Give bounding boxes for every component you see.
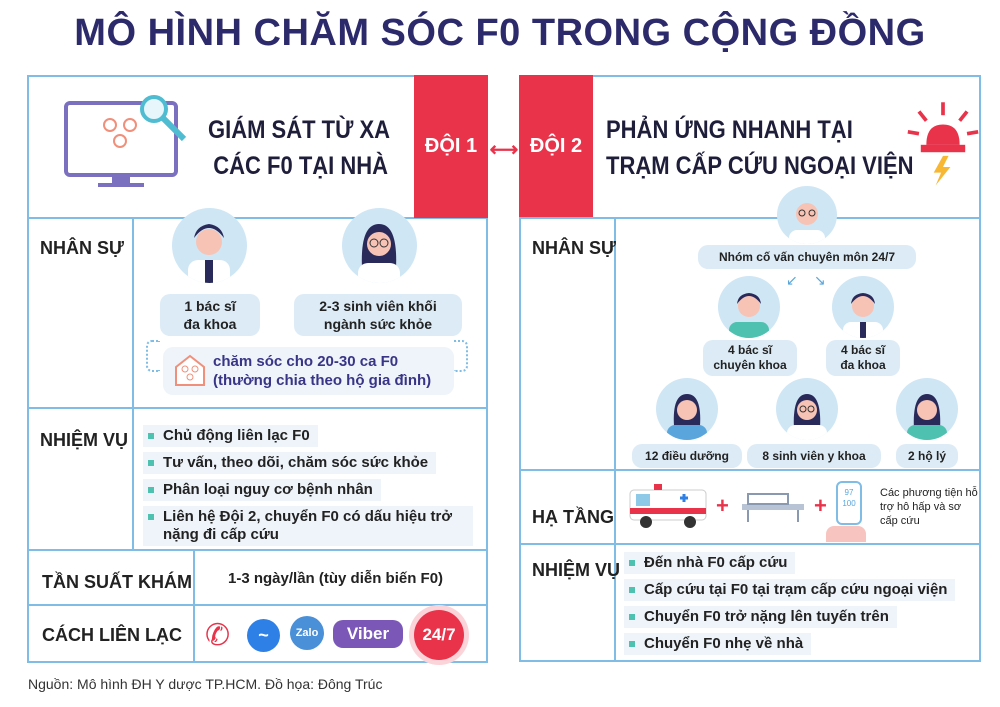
plus-icon: + [814,493,827,518]
care-text: chăm sóc cho 20-30 ca F0 [213,353,399,370]
task-item: Liên hệ Đội 2, chuyển F0 có dấu hiệu trở… [143,506,473,546]
divider [27,217,488,219]
hospital-bed-icon [738,488,808,533]
team1-badge: ĐỘI 1 [414,75,488,218]
staff-orderlies: 2 hộ lý [896,444,958,468]
divider [27,549,488,551]
divider [519,217,981,219]
task-item: Chuyển F0 nhẹ về nhà [624,633,812,655]
frequency-label: TẦN SUẤT KHÁM [42,572,192,592]
task-item: Tư vấn, theo dõi, chăm sóc sức khỏe [143,452,437,474]
team1-tasks-label: NHIỆM VỤ [40,430,129,450]
divider [519,469,981,471]
zalo-icon: Zalo [290,616,324,650]
viber-icon: Viber [333,620,403,648]
divider [614,217,616,662]
infra-text: Các phương tiện hỗ trợ hô hấp và sơ cấp … [880,487,978,527]
finger-icon [826,526,866,542]
nurse-avatar [656,378,718,440]
orderly-avatar [896,378,958,440]
dotted-arrow [146,340,160,372]
divider [27,407,488,409]
team2-badge: ĐỘI 2 [519,75,593,218]
medical-student-avatar [776,378,838,440]
staff-nurses: 12 điều dưỡng [632,444,742,468]
staff-general-doctors: 4 bác sĩ đa khoa [826,340,900,376]
monitor-icon [62,95,192,200]
ambulance-icon [628,480,712,535]
team2-heading-line: PHẢN ỨNG NHANH TẠI [606,116,853,144]
divider [193,549,195,663]
care-box: chăm sóc cho 20-30 ca F0 (thường chia th… [163,347,454,395]
phone-icon: ✆ [205,619,231,652]
divider [27,604,488,606]
team1-heading-line: GIÁM SÁT TỪ XA [208,116,391,144]
dotted-arrow [454,340,468,372]
contact-label: CÁCH LIÊN LẠC [42,625,182,645]
staff-medical-students: 8 sinh viên y khoa [747,444,881,468]
team2-heading-line: TRẠM CẤP CỨU NGOẠI VIỆN [606,152,914,180]
advisor-avatar [777,186,837,244]
messenger-icon: ~ [247,619,280,652]
frequency-value: 1-3 ngày/lần (tùy diễn biến F0) [228,570,444,587]
team1-staff-label: NHÂN SỰ [40,238,124,258]
student-avatar [342,208,417,283]
plus-icon: + [716,493,729,518]
staff-specialists: 4 bác sĩ chuyên khoa [703,340,797,376]
double-arrow-icon: ⟷ [489,139,519,161]
care-text: (thường chia theo hộ gia đình) [213,372,432,389]
task-item: Phân loại nguy cơ bệnh nhân [143,479,381,501]
task-item: Cấp cứu tại F0 tại trạm cấp cứu ngoại vi… [624,579,956,601]
task-item: Chuyển F0 trở nặng lên tuyến trên [624,606,897,628]
doctor-avatar [172,208,247,283]
task-item: Đến nhà F0 cấp cứu [624,552,796,574]
team2-heading: PHẢN ỨNG NHANH TẠI TRẠM CẤP CỨU NGOẠI VI… [606,112,914,184]
page-title: MÔ HÌNH CHĂM SÓC F0 TRONG CỘNG ĐỒNG [74,12,926,54]
general-doctor-avatar [832,276,894,338]
infra-label: HẠ TẦNG [532,507,614,527]
oximeter-reading: 97 [844,488,854,497]
team2-tasks-label: NHIỆM VỤ [532,560,621,580]
divider [132,217,134,550]
household-icon [173,353,207,392]
always-available-icon: 24/7 [414,610,464,660]
staff-doctor: 1 bác sĩ đa khoa [160,294,260,336]
team2-staff-label: NHÂN SỰ [532,238,616,258]
task-item: Chủ động liên lạc F0 [143,425,318,447]
dotted-arrow: ↙ [786,272,798,288]
oximeter-reading: 100 [842,499,856,508]
staff-students: 2-3 sinh viên khối ngành sức khỏe [294,294,462,336]
specialist-avatar [718,276,780,338]
dotted-arrow: ↘ [814,272,826,288]
source-credit: Nguồn: Mô hình ĐH Y dược TP.HCM. Đồ họa:… [28,676,383,692]
team1-heading: GIÁM SÁT TỪ XA CÁC F0 TẠI NHÀ [208,112,390,184]
team1-heading-line: CÁC F0 TẠI NHÀ [213,152,389,180]
advisor-group: Nhóm cố vấn chuyên môn 24/7 [698,245,916,269]
divider [519,543,981,545]
viber-label: Viber [346,624,390,643]
siren-icon [906,95,980,195]
